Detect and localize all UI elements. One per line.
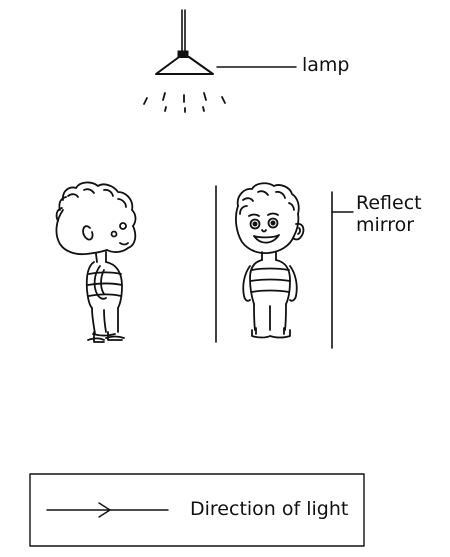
arrow-right-icon [46,502,169,518]
boy-front-view-icon [235,182,305,339]
legend-label: Direction of light [190,498,349,520]
legend-box [29,473,365,547]
mirror-label: Reflect mirror [356,192,422,236]
mirror-label-line1: Reflect [356,192,422,214]
light-rays [143,92,226,113]
lamp-label: lamp [302,54,350,76]
boy-side-view-icon [55,181,137,343]
lamp-icon [143,9,226,113]
mirror-label-line2: mirror [356,214,415,236]
